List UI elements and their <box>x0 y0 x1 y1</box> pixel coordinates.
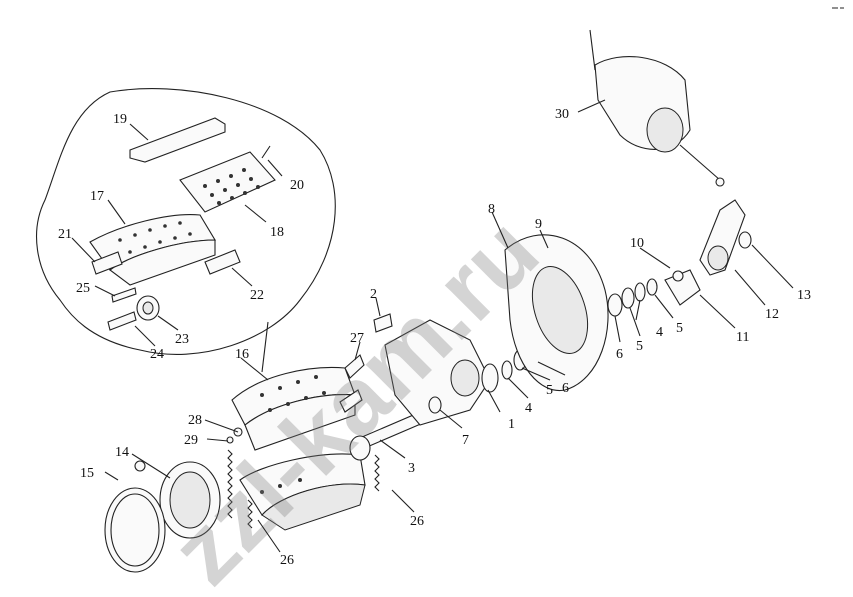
part-15-ring <box>104 487 166 573</box>
part-2-bolt <box>373 313 393 333</box>
part-12-hub <box>707 245 729 271</box>
part-16-lower-shoe-side <box>261 483 366 531</box>
part-18-holes <box>203 168 260 205</box>
part-4-seal-left <box>501 360 513 380</box>
callout-29: 29 <box>184 433 198 448</box>
callout-8: 8 <box>488 202 495 217</box>
callout-17: 17 <box>90 189 104 204</box>
leader-lines <box>71 99 794 553</box>
callout-26-bottom: 26 <box>280 553 294 568</box>
part-29-washer <box>226 436 234 444</box>
part-23-roller-bore <box>142 301 154 315</box>
part-30-clevis <box>715 177 725 187</box>
part-22-pin <box>204 249 241 275</box>
callout-15: 15 <box>80 466 94 481</box>
callout-3: 3 <box>408 461 415 476</box>
callout-2: 2 <box>370 287 377 302</box>
part-10-washer <box>672 270 684 282</box>
callout-14: 14 <box>115 445 129 460</box>
callout-16: 16 <box>235 347 249 362</box>
callout-27: 27 <box>350 331 364 346</box>
callout-4-left: 4 <box>525 401 532 416</box>
callout-30: 30 <box>555 107 569 122</box>
callout-21: 21 <box>58 227 72 242</box>
part-30-pushrod <box>589 29 596 71</box>
callout-24: 24 <box>150 347 164 362</box>
callout-7: 7 <box>462 433 469 448</box>
part-13-ring <box>738 231 752 249</box>
part-1-bushing <box>481 363 499 393</box>
callout-28: 28 <box>188 413 202 428</box>
inset-leader <box>261 321 269 373</box>
part-1-bore <box>450 359 480 397</box>
callout-20: 20 <box>290 178 304 193</box>
callout-25: 25 <box>76 281 90 296</box>
part-18-lining <box>179 151 276 213</box>
callout-5-left: 5 <box>546 383 553 398</box>
callout-6-right: 6 <box>616 347 623 362</box>
callout-5-mid: 5 <box>636 339 643 354</box>
part-15-nut <box>134 460 146 472</box>
callout-1: 1 <box>508 417 515 432</box>
part-3-cam <box>349 435 371 461</box>
callout-9: 9 <box>535 217 542 232</box>
callout-12: 12 <box>765 307 779 322</box>
part-26-spring-left <box>227 449 233 519</box>
callout-10: 10 <box>630 236 644 251</box>
part-5-seal-right <box>621 287 635 309</box>
callout-19: 19 <box>113 112 127 127</box>
inset-bubble <box>36 88 336 355</box>
part-6-bush-right <box>607 293 623 317</box>
part-26-spring-lower <box>247 499 253 529</box>
part-17-holes <box>118 221 192 254</box>
callout-22: 22 <box>250 288 264 303</box>
callout-13: 13 <box>797 288 811 303</box>
part-7-ring <box>428 396 442 414</box>
part-16-holes <box>260 375 326 494</box>
part-26-spring-right <box>374 454 380 492</box>
part-25-bolt <box>111 287 137 303</box>
callout-26-right: 26 <box>410 514 424 529</box>
part-27-pin-lower <box>339 389 363 413</box>
part-30-rod <box>679 144 721 181</box>
part-1-bracket <box>384 319 491 426</box>
part-24-pin <box>107 311 137 331</box>
part-19-plate <box>129 117 226 163</box>
part-20-rivet <box>261 145 271 159</box>
callout-11: 11 <box>736 330 749 345</box>
part-9-shield-hole <box>531 266 589 354</box>
callout-6-left: 6 <box>562 381 569 396</box>
watermark-text: zzl-kam.ru <box>151 197 559 597</box>
part-30-chamber-face <box>646 107 684 153</box>
part-14-drum-inner <box>169 471 211 529</box>
part-4-seal-right <box>634 282 646 302</box>
callout-4-right: 4 <box>656 325 663 340</box>
callout-18: 18 <box>270 225 284 240</box>
part-15-ring-inner <box>110 493 160 567</box>
callout-23: 23 <box>175 332 189 347</box>
part-5-seal-right-outer <box>646 278 658 296</box>
part-21-pin <box>91 251 123 275</box>
callout-5-right: 5 <box>676 321 683 336</box>
